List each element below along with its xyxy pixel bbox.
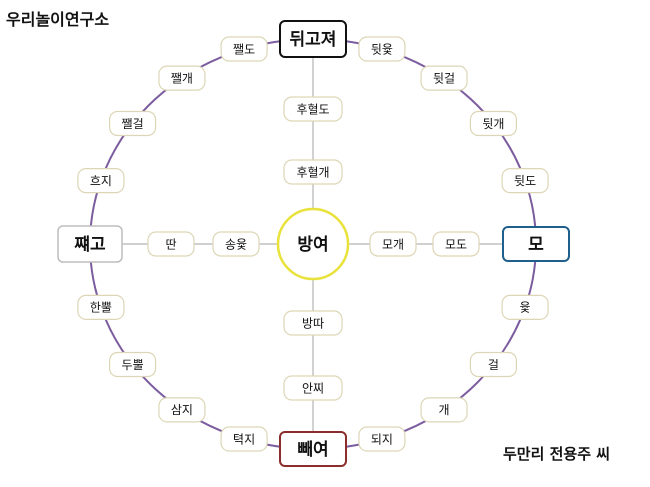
outer-node-13-frame: [108, 110, 157, 137]
corner-left: 쨰고: [57, 225, 123, 263]
outer-node-5-frame: [469, 351, 518, 378]
spoke-right-0-frame: [369, 231, 417, 257]
corner-top-frame: [279, 20, 347, 58]
outer-node-4-frame: [501, 294, 549, 320]
spoke-bottom-1-frame: [283, 375, 343, 401]
outer-node-1-frame: [420, 65, 468, 91]
outer-node-15-frame: [220, 36, 268, 62]
outer-node-9-label: 삼지: [171, 403, 193, 417]
outer-node-14-frame: [158, 65, 206, 91]
spoke-bottom-0: 방따: [283, 310, 343, 336]
outer-node-11: 한뿔: [77, 294, 125, 320]
organization-label: 우리놀이연구소: [6, 10, 110, 29]
center-node-label: 방여: [297, 235, 328, 255]
corner-left-frame: [57, 225, 123, 263]
outer-node-15: 쨀도: [220, 36, 268, 62]
spoke-left-0-label: 송윷: [225, 237, 247, 251]
spoke-bottom-0-frame: [283, 310, 343, 336]
outer-node-14-label: 쨀개: [171, 71, 193, 85]
spoke-top-0: 후혈도: [283, 96, 343, 122]
spoke-left-1-frame: [147, 231, 195, 257]
outer-node-11-frame: [77, 294, 125, 320]
spoke-right-1: 모도: [432, 231, 480, 257]
outer-node-0-frame: [358, 36, 406, 62]
credit-label: 두만리 전용주 씨: [503, 445, 611, 463]
corner-top: 뒤고져: [279, 20, 347, 58]
spoke-left-0-frame: [212, 231, 260, 257]
corner-bottom-frame: [279, 431, 347, 467]
outer-node-0-label: 뒷윷: [371, 42, 393, 56]
spoke-top-1: 후혈개: [283, 159, 343, 185]
outer-node-4: 윷: [501, 294, 549, 320]
outer-node-8-frame: [220, 426, 268, 452]
corner-bottom-label: 빼여: [297, 440, 328, 460]
outer-node-13: 쨀걸: [108, 110, 157, 137]
outer-node-13-label: 쨀걸: [122, 117, 144, 131]
outer-node-7-label: 되지: [371, 432, 393, 446]
outer-node-14: 쨀개: [158, 65, 206, 91]
spoke-left-1-label: 딴: [165, 237, 176, 251]
outer-node-5: 걸: [469, 351, 518, 378]
spoke-bottom-1-label: 안찌: [302, 381, 324, 395]
outer-node-3-label: 뒷도: [514, 174, 536, 188]
outer-node-12-frame: [77, 168, 125, 194]
outer-node-2: 뒷개: [469, 110, 518, 137]
spoke-top-1-frame: [283, 159, 343, 185]
outer-node-15-label: 쨀도: [233, 42, 255, 56]
corner-right-frame: [502, 226, 570, 262]
corner-bottom: 빼여: [279, 431, 347, 467]
spoke-bottom-1: 안찌: [283, 375, 343, 401]
spoke-top-0-frame: [283, 96, 343, 122]
outer-node-5-label: 걸: [488, 358, 499, 372]
outer-node-7-frame: [358, 426, 406, 452]
outer-node-3-frame: [501, 168, 549, 194]
outer-node-8-label: 텩지: [233, 432, 255, 446]
outer-node-9: 삼지: [158, 397, 206, 423]
spoke-right-1-label: 모도: [445, 237, 467, 251]
center-node: 방여: [276, 207, 350, 281]
corner-right: 모: [502, 226, 570, 262]
outer-node-10-frame: [108, 351, 157, 378]
outer-node-7: 되지: [358, 426, 406, 452]
outer-node-6-frame: [420, 397, 468, 423]
center-node-frame: [276, 207, 350, 281]
spoke-bottom-0-label: 방따: [302, 316, 324, 330]
outer-node-9-frame: [158, 397, 206, 423]
outer-node-1-label: 뒷걸: [433, 71, 455, 85]
spoke-right-0: 모개: [369, 231, 417, 257]
outer-node-6: 개: [420, 397, 468, 423]
outer-node-8: 텩지: [220, 426, 268, 452]
outer-node-12-label: 흐지: [90, 174, 112, 188]
outer-node-2-frame: [469, 110, 518, 137]
outer-node-6-label: 개: [439, 403, 450, 417]
outer-node-4-label: 윷: [520, 301, 531, 315]
spoke-right-1-frame: [432, 231, 480, 257]
outer-node-10: 두뿔: [108, 351, 157, 378]
outer-node-12: 흐지: [77, 168, 125, 194]
corner-right-label: 모: [528, 235, 544, 255]
spoke-top-1-label: 후혈개: [296, 165, 329, 179]
outer-node-2-label: 뒷개: [482, 117, 504, 131]
outer-node-10-label: 두뿔: [122, 358, 144, 372]
spoke-right-0-label: 모개: [382, 237, 404, 251]
spoke-left-1: 딴: [147, 231, 195, 257]
outer-node-3: 뒷도: [501, 168, 549, 194]
spoke-left-0: 송윷: [212, 231, 260, 257]
outer-node-0: 뒷윷: [358, 36, 406, 62]
spoke-top-0-label: 후혈도: [296, 102, 329, 116]
outer-node-1: 뒷걸: [420, 65, 468, 91]
outer-node-11-label: 한뿔: [90, 301, 112, 315]
corner-top-label: 뒤고져: [290, 29, 337, 50]
corner-left-label: 쨰고: [74, 235, 106, 255]
